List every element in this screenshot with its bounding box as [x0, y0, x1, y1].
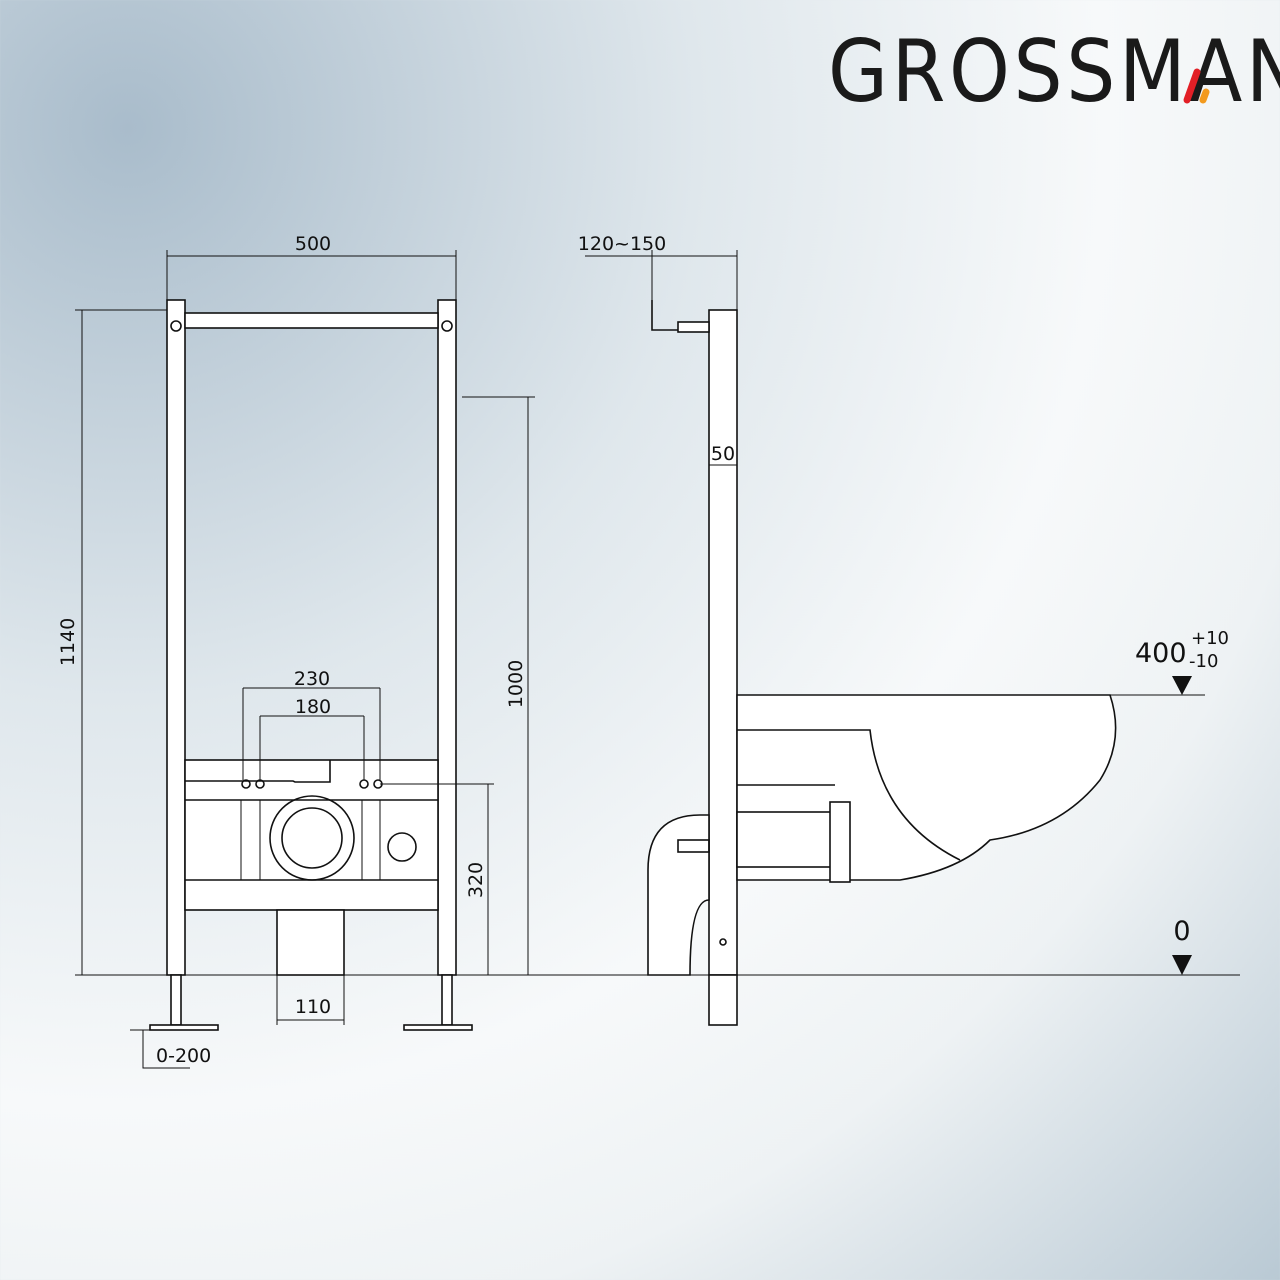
dim-outlet-width: 110: [295, 996, 331, 1018]
side-view: [585, 250, 1205, 1026]
dim-230: 230: [294, 668, 330, 690]
dim-mount-height: 1000: [505, 660, 527, 708]
dim-wall-offset: 120~150: [578, 233, 666, 255]
dim-tolerance-plus: +10: [1191, 628, 1229, 649]
dim-leg-adjust: 0-200: [156, 1045, 211, 1067]
front-view: [75, 250, 1240, 1069]
dim-height: 1140: [57, 618, 79, 666]
dim-depth: 50: [711, 443, 735, 465]
brand-logo: GROSSMAN: [828, 22, 1280, 122]
logo-accent: [1183, 68, 1210, 104]
dim-bowl-height: 400: [1135, 638, 1187, 669]
outlet-pipe: [269, 795, 355, 881]
dim-180: 180: [295, 696, 331, 718]
dim-tolerance-minus: -10: [1189, 651, 1218, 672]
dim-floor-level: 0: [1173, 916, 1190, 947]
dim-width: 500: [295, 233, 331, 255]
dim-outlet-height: 320: [465, 862, 487, 898]
